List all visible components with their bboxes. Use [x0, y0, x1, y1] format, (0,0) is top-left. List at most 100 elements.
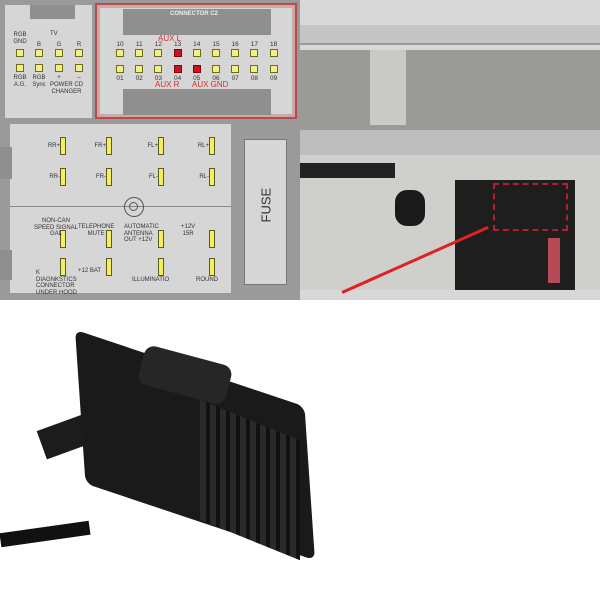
tv-connector [5, 5, 92, 118]
c2-pin-11 [135, 49, 144, 57]
c2-pin-number: 11 [135, 41, 143, 48]
screw-icon [124, 197, 144, 217]
quadlock-pin [106, 258, 112, 276]
c2-pin-17 [250, 49, 259, 57]
aux-gnd-label: AUX GND [192, 80, 229, 89]
c2-pin-09 [269, 65, 278, 73]
quadlock-pin [106, 137, 112, 155]
tv-pin [35, 64, 43, 72]
c2-pin-number: 17 [250, 41, 258, 48]
pin-label: FR- [96, 174, 106, 180]
quadlock-pin [60, 258, 66, 276]
tv-bottom-label: RGB A.G. [13, 75, 27, 88]
quadlock-pin [158, 230, 164, 248]
pin-label: RR- [49, 174, 60, 180]
pin-label: +12 BAT [78, 268, 102, 274]
c2-pin-04 [173, 65, 182, 73]
tv-pin [75, 64, 83, 72]
fuse-box [244, 139, 287, 285]
radio-rear-photo [300, 0, 600, 300]
c2-pin-16 [231, 49, 240, 57]
tv-top-label: RGB GND [13, 32, 27, 45]
pin-label: TELEPHONE MUTE [78, 224, 115, 237]
quadlock-pin [106, 230, 112, 248]
tv-top-label: R [76, 42, 82, 48]
tv-header: TV [50, 31, 58, 37]
c2-pin-02 [135, 65, 144, 73]
c2-pin-number: 06 [212, 75, 220, 82]
c2-pin-08 [250, 65, 259, 73]
c2-pin-14 [192, 49, 201, 57]
c2-pin-10 [116, 49, 124, 57]
tv-pin [16, 49, 24, 57]
c2-bottom-bar [123, 89, 271, 115]
quadlock-pin [209, 137, 215, 155]
c2-pin-number: 01 [116, 75, 124, 82]
pin-label: NON-CAN SPEED SIGNAL GAL [34, 218, 79, 237]
pin-label: FR+ [94, 143, 106, 149]
pin-label: RL- [199, 174, 209, 180]
c2-pin-number: 14 [193, 41, 201, 48]
notch-bottom [0, 250, 12, 280]
c2-pin-07 [231, 65, 240, 73]
tv-top-label: G [56, 42, 62, 48]
c2-pin-number: 13 [173, 41, 182, 48]
notch-top [0, 147, 12, 179]
fuse-label: FUSE [258, 187, 274, 223]
pin-label: ILLUMINATIO [132, 277, 170, 283]
c2-pin-01 [116, 65, 124, 73]
pin-label: ROUND [196, 277, 218, 283]
c2-pin-number: 09 [269, 75, 278, 82]
tv-pin [75, 49, 83, 57]
quadlock-pin [209, 168, 215, 186]
divider [10, 206, 231, 207]
tv-bottom-label: – [77, 75, 81, 81]
quadlock-pin [209, 258, 215, 276]
c2-title: CONNECTOR C2 [170, 11, 218, 17]
aux-r-label: AUX R [155, 80, 180, 89]
quadlock-pin [106, 168, 112, 186]
pin-label: FL- [149, 174, 158, 180]
c2-pin-number: 07 [231, 75, 239, 82]
connector-photo [0, 300, 600, 600]
tv-pin [35, 49, 43, 57]
tv-top-label: B [36, 42, 41, 48]
c2-pin-06 [212, 65, 220, 73]
quadlock-pin [158, 168, 164, 186]
tv-pin [16, 64, 24, 72]
c2-pin-number: 15 [212, 41, 220, 48]
pin-label: +12V 15R [181, 224, 196, 237]
c2-pin-number: 16 [231, 41, 239, 48]
pin-label: RL+ [197, 143, 209, 149]
c2-pin-number: 04 [173, 75, 182, 82]
quadlock-pin [158, 137, 164, 155]
quadlock-pin [60, 230, 66, 248]
tv-connector-notch [30, 5, 75, 19]
c2-top-bar [123, 9, 271, 35]
c2-pin-18 [269, 49, 278, 57]
tv-bottom-label: RGB Sync [32, 75, 46, 88]
aux-l-label: AUX L [158, 34, 182, 43]
c2-pin-number: 18 [269, 41, 278, 48]
c2-pin-number: 10 [116, 41, 124, 48]
quadlock-pin [60, 137, 66, 155]
c2-pin-number: 12 [154, 41, 162, 48]
pin-label: K DIAGNKSTICS CONNECTOR UNDER HOOD [36, 270, 78, 296]
c2-pin-03 [154, 65, 163, 73]
c2-pin-number: 08 [250, 75, 258, 82]
c2-pin-15 [212, 49, 220, 57]
pin-label: RR+ [47, 143, 60, 149]
c2-pin-13 [173, 49, 182, 57]
quadlock-connector [10, 124, 231, 293]
c2-pin-12 [154, 49, 163, 57]
tv-pin [55, 64, 63, 72]
pin-label: FL+ [147, 143, 158, 149]
quadlock-pin [158, 258, 164, 276]
quadlock-pin [209, 230, 215, 248]
tv-bottom-label: + [57, 75, 61, 81]
tv-pin [55, 49, 63, 57]
c2-pin-05 [192, 65, 201, 73]
c2-pin-number: 02 [135, 75, 143, 82]
c2-pin-number: 03 [154, 75, 162, 82]
